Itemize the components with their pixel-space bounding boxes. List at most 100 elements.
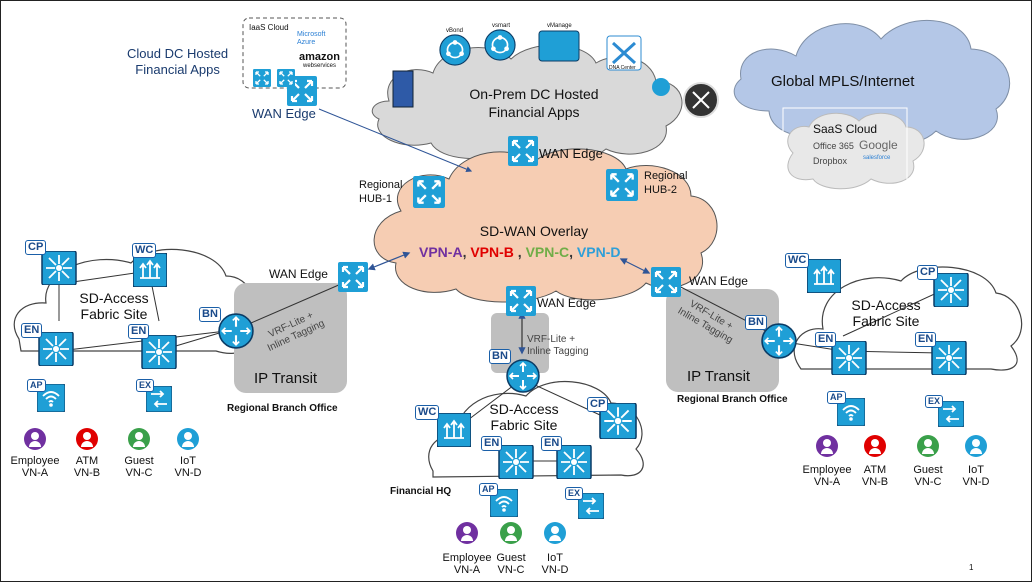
ex-tag-hq: EX [565, 487, 584, 500]
vpn-d-label: VPN-D [576, 244, 621, 260]
link-cloud-to-overlay [318, 108, 473, 172]
saas-frame [782, 107, 908, 191]
amazon-label: amazon [299, 51, 340, 63]
iot-icon-hq [544, 522, 566, 544]
wan-edge-dc-icon [508, 136, 538, 166]
ip-transit-right-label: IP Transit [687, 368, 751, 385]
atm-label-right: ATM VN-B [861, 464, 889, 488]
global-mpls-label: Global MPLS/Internet [771, 73, 915, 90]
saas-cloud-label: SaaS Cloud [813, 122, 878, 136]
bn-tag-hq: BN [489, 349, 511, 364]
en-left-2-icon [141, 335, 177, 369]
cp-tag-left: CP [25, 240, 47, 255]
bn-hq-icon [506, 359, 540, 393]
guest-icon-hq [500, 522, 522, 544]
bn-left-icon [218, 313, 254, 349]
onprem-dc-cloud [371, 44, 683, 163]
vsmart-label: vsmart [492, 23, 510, 29]
ise-icon [652, 78, 670, 96]
vpn-a-label: VPN-A [419, 244, 463, 260]
ap-tag-hq: AP [479, 483, 498, 496]
branch-left-label: Regional Branch Office [227, 403, 338, 414]
en-tag-right-2: EN [915, 332, 937, 347]
dna-center-label: DNA Center [609, 65, 636, 71]
cloud-dc-label: Cloud DC Hosted Financial Apps [127, 46, 229, 77]
link-right-edge-overlay [619, 258, 651, 274]
iot-label-left: IoT VN-D [174, 455, 202, 479]
vpn-list: VPN-A, VPN-B , VPN-C, VPN-D [419, 244, 621, 260]
iot-icon-left [177, 428, 199, 450]
employee-label-hq: Employee VN-A [442, 552, 492, 576]
en-right-2-icon [931, 341, 967, 375]
wan-edge-dc-label: WAN Edge [539, 146, 603, 161]
employee-icon-right [816, 435, 838, 457]
en-right-1-icon [831, 341, 867, 375]
guest-label-hq: Guest VN-C [496, 552, 526, 576]
wan-edge-hq-label: WAN Edge [537, 296, 596, 310]
atm-label-left: ATM VN-B [73, 455, 101, 479]
guest-label-left: Guest VN-C [124, 455, 154, 479]
employee-label-left: Employee VN-A [10, 455, 60, 479]
dropbox-label: Dropbox [813, 156, 848, 166]
atm-icon-left [76, 428, 98, 450]
cp-left-icon [41, 251, 77, 285]
guest-icon-right [917, 435, 939, 457]
vsmart-icon [484, 29, 516, 61]
link-left-bn-transit [250, 283, 342, 324]
onprem-dc-label: On-Prem DC Hosted Financial Apps [469, 86, 599, 120]
office365-label: Office 365 [813, 141, 854, 151]
iot-icon-right [965, 435, 987, 457]
wc-tag-right: WC [785, 253, 810, 268]
en-hq-1-icon [498, 445, 534, 479]
ap-tag-left: AP [27, 379, 46, 392]
wc-right-icon [807, 259, 841, 293]
employee-icon-left [24, 428, 46, 450]
en-tag-right-1: EN [815, 332, 837, 347]
bn-right-icon [761, 323, 797, 359]
dc-server-icon [392, 70, 414, 108]
financial-hq-label: Financial HQ [390, 486, 452, 497]
wan-edge-right-label: WAN Edge [689, 274, 748, 288]
ip-transit-left-box [234, 283, 347, 393]
ip-transit-right-box [666, 289, 779, 392]
wc-tag-left: WC [132, 243, 157, 258]
cp-tag-right: CP [917, 265, 939, 280]
iaas-switch-icon-1 [253, 69, 271, 87]
wc-hq-icon [437, 413, 471, 447]
en-tag-hq-1: EN [481, 436, 503, 451]
wan-edge-hq-icon [506, 286, 536, 316]
vrf-lite-hq-label: VRF-Lite + Inline Tagging [527, 334, 589, 357]
ap-tag-right: AP [827, 391, 846, 404]
wan-edge-cloud-label: WAN Edge [252, 106, 316, 121]
wan-edge-left-icon [338, 262, 368, 292]
bn-tag-right: BN [745, 315, 767, 330]
wan-edge-left-label: WAN Edge [269, 267, 328, 281]
hub1-icon [413, 176, 445, 208]
vmanage-label: vManage [547, 23, 572, 29]
ex-tag-left: EX [136, 379, 155, 392]
iot-label-hq: IoT VN-D [541, 552, 569, 576]
cp-tag-hq: CP [587, 397, 609, 412]
cp-right-icon [933, 273, 969, 307]
guest-icon-left [128, 428, 150, 450]
vpn-c-label: VPN-C [525, 244, 570, 260]
iot-label-right: IoT VN-D [962, 464, 990, 488]
hub1-label: Regional HUB-1 [359, 179, 403, 205]
fabric-hq-label: SD-Access Fabric Site [489, 401, 559, 433]
hub2-icon [606, 169, 638, 201]
guest-label-right: Guest VN-C [913, 464, 943, 488]
iaas-switch-icon-2 [277, 69, 295, 87]
fabric-left-label: SD-Access Fabric Site [79, 290, 149, 322]
employee-label-right: Employee VN-A [802, 464, 852, 488]
vpn-b-label: VPN-B [470, 244, 514, 260]
en-tag-hq-2: EN [541, 436, 563, 451]
page-number: 1 [969, 563, 974, 572]
vmanage-icon [538, 30, 580, 62]
bn-tag-left: BN [199, 307, 221, 322]
atm-icon-right [864, 435, 886, 457]
employee-icon-hq [456, 522, 478, 544]
wan-edge-right-icon [651, 267, 681, 297]
wc-tag-hq: WC [415, 405, 440, 420]
